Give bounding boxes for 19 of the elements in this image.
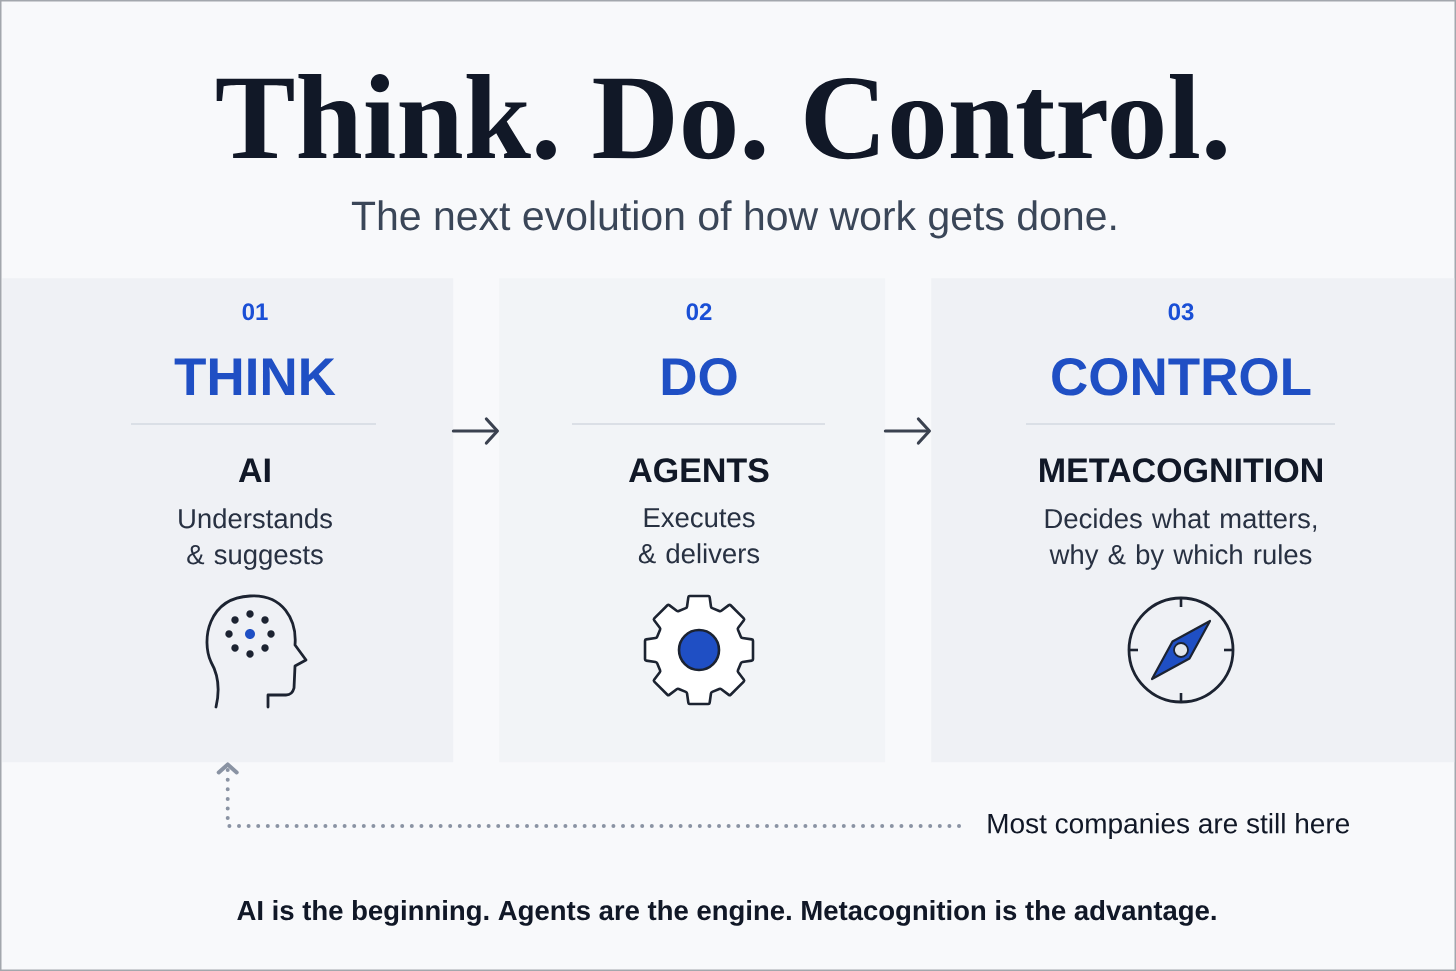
step-description: Decides what matters, why & by which rules (1045, 508, 1317, 570)
note-text: Most companies are still here (988, 812, 1350, 840)
step-title: DO (662, 358, 737, 396)
step-subtitle: AI (238, 458, 270, 482)
step-title: THINK (174, 358, 336, 395)
step-description: Understands & suggests (179, 508, 332, 570)
step-number: 01 (242, 303, 268, 321)
dotted-arrow (216, 762, 961, 828)
step-subtitle: METACOGNITION (1040, 458, 1322, 483)
title: Think. Do. Control. (216, 74, 1226, 160)
arrow (883, 417, 931, 445)
arrow (451, 417, 499, 445)
step-subtitle: AGENTS (629, 458, 769, 483)
tagline: AI is the beginning. Agents are the engine. Metacognition is the advantage. (237, 900, 1216, 926)
step-description: Executes & delivers (638, 508, 760, 564)
step-number: 03 (1168, 303, 1194, 321)
step-title: CONTROL (1052, 358, 1311, 396)
subtitle: The next evolution of how work gets done. (351, 200, 1116, 239)
step-number: 02 (686, 303, 712, 321)
